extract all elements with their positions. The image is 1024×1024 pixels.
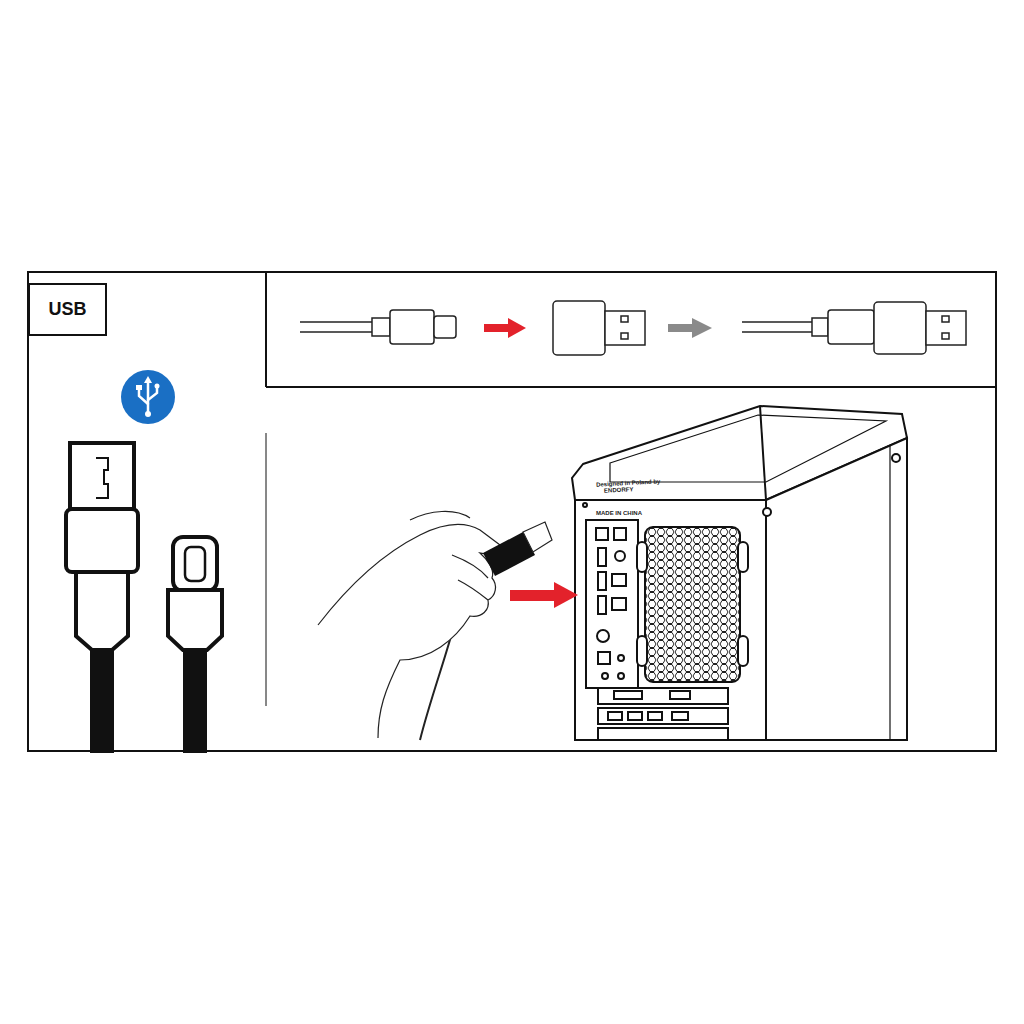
pc-case <box>572 406 907 740</box>
divider <box>266 433 267 706</box>
section-title: USB <box>48 299 86 320</box>
divider <box>266 386 996 388</box>
hand <box>318 511 502 740</box>
usb-adapter <box>553 301 645 355</box>
usb-c-plug <box>483 522 552 576</box>
red-arrow <box>484 318 526 338</box>
usb-c-plug <box>300 310 456 344</box>
cable-with-adapter <box>742 302 966 354</box>
red-arrow <box>510 582 578 608</box>
label-box: USB <box>28 283 107 336</box>
usb-icon <box>121 370 175 424</box>
grey-arrow <box>668 318 712 338</box>
case-marking: MADE IN CHINA <box>596 510 642 516</box>
divider <box>265 272 267 387</box>
usb-c-cable <box>168 537 222 751</box>
usb-a-adapter-cable <box>66 443 138 751</box>
frame <box>28 272 996 751</box>
